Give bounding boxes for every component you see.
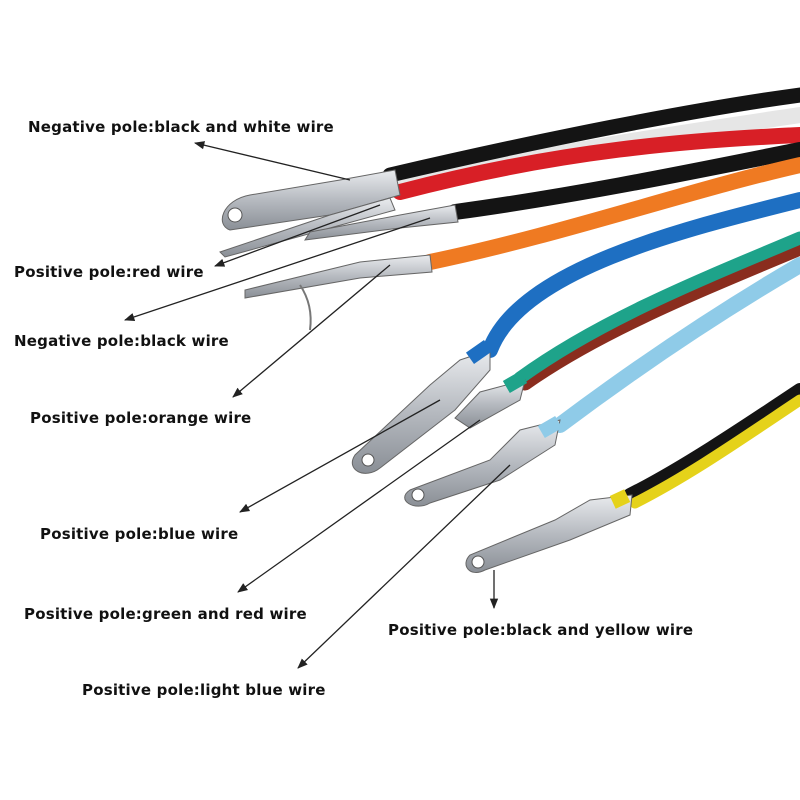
arrow-pos-orange	[232, 264, 391, 398]
label-positive-light-blue: Positive pole:light blue wire	[82, 681, 326, 699]
arrow-pos-red	[214, 204, 381, 267]
label-negative-black: Negative pole:black wire	[14, 332, 229, 350]
label-positive-red: Positive pole:red wire	[14, 263, 204, 281]
wire-red	[392, 127, 800, 200]
wire-black	[447, 142, 800, 220]
label-positive-black-yellow: Positive pole:black and yellow wire	[388, 621, 694, 639]
label-positive-orange: Positive pole:orange wire	[30, 409, 252, 427]
arrow-neg-black	[124, 217, 431, 321]
wire-green-red	[513, 231, 800, 391]
connector-black-yellow	[465, 489, 633, 573]
connector-blue	[352, 339, 493, 474]
wire-light-blue	[552, 257, 800, 433]
connector-black-white	[221, 169, 401, 231]
connector-light-blue	[404, 415, 563, 507]
label-negative-black-white: Negative pole:black and white wire	[28, 118, 334, 136]
callout-arrows	[124, 141, 511, 669]
arrow-pos-light-blue	[297, 464, 511, 669]
connector-orange	[244, 254, 433, 331]
wire-orange	[422, 157, 800, 270]
connector-red	[219, 197, 396, 258]
connector-green-red	[454, 370, 528, 429]
label-positive-blue: Positive pole:blue wire	[40, 525, 239, 543]
arrow-pos-blue	[239, 399, 441, 513]
connector-black	[304, 204, 459, 241]
label-positive-green-red: Positive pole:green and red wire	[24, 605, 307, 623]
arrow-neg-black-white	[193, 141, 351, 181]
wire-blue	[482, 192, 800, 358]
arrow-pos-green-red	[237, 419, 481, 593]
wire-black-yellow	[623, 383, 800, 509]
